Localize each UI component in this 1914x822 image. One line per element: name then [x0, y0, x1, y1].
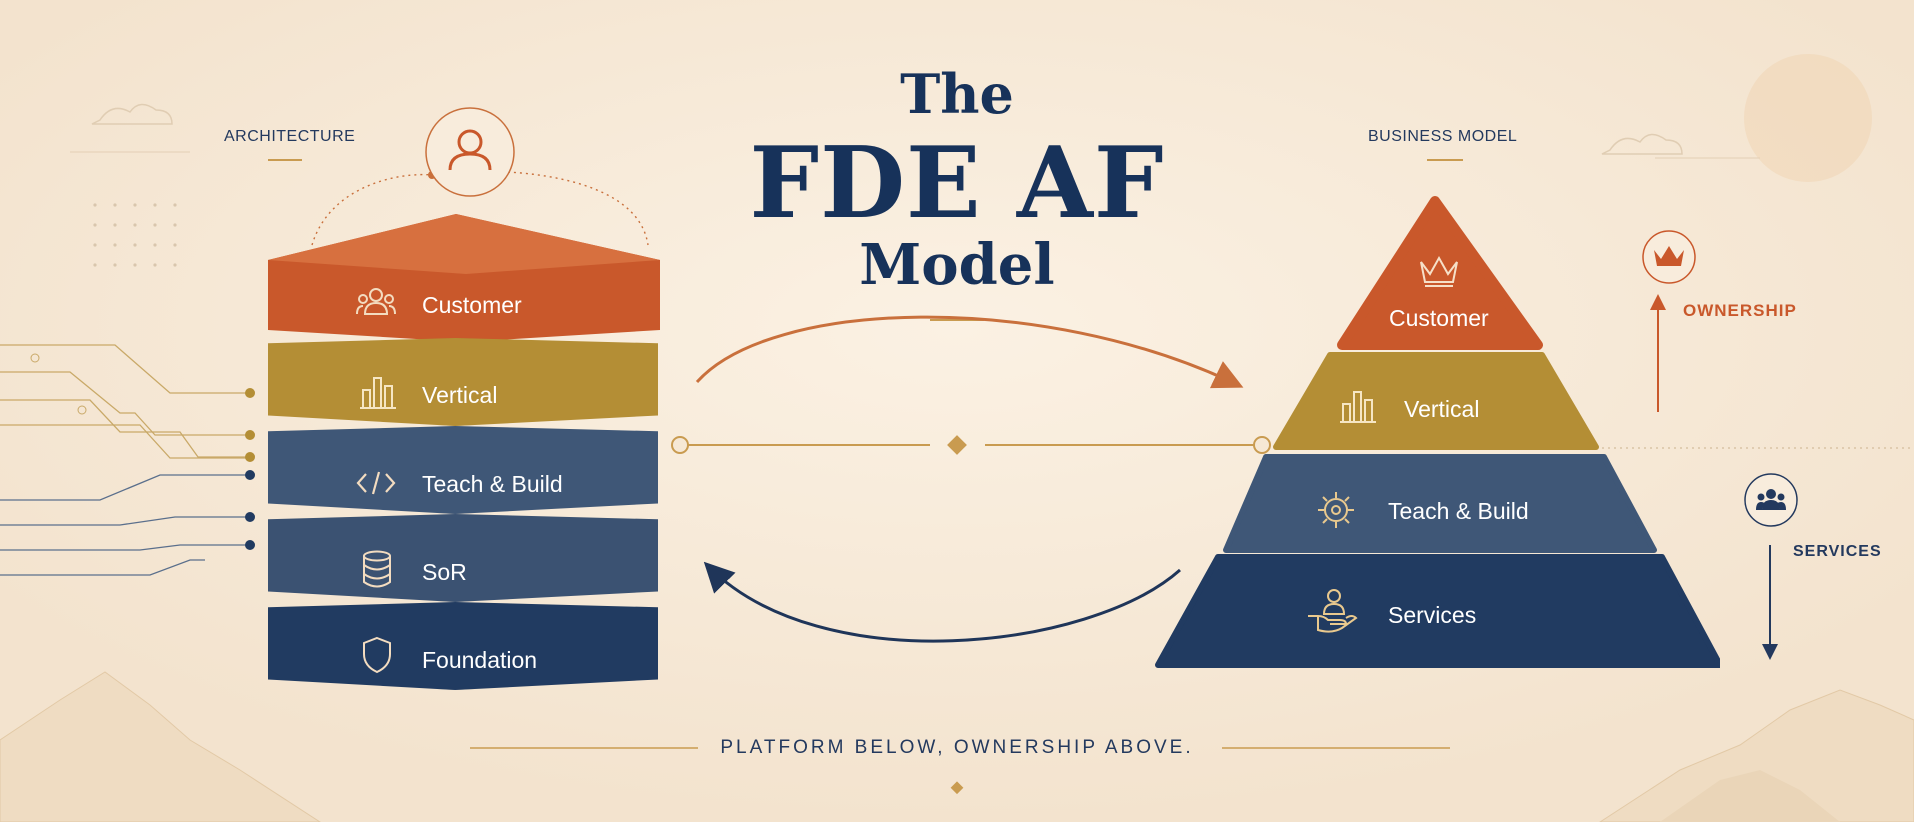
people-icon	[1756, 489, 1786, 510]
stack-label-teach-build: Teach & Build	[422, 471, 563, 497]
dot-grid	[93, 203, 177, 267]
services-label: SERVICES	[1793, 543, 1882, 560]
business-model-label: BUSINESS MODEL	[1368, 128, 1518, 145]
bar-chart-icon	[1340, 391, 1376, 423]
sun-decoration	[1744, 54, 1872, 182]
stack-label-customer: Customer	[422, 292, 522, 318]
footer-tagline: PLATFORM BELOW, OWNERSHIP ABOVE.	[720, 737, 1194, 758]
bar-chart-icon	[360, 377, 396, 409]
hand-person-icon	[1308, 589, 1358, 633]
arrow-top	[695, 315, 1244, 389]
circuit-nodes	[30, 353, 255, 550]
pyramid-label-vertical: Vertical	[1404, 396, 1480, 422]
title-line-3: Model	[859, 232, 1055, 298]
cloud-right	[1601, 133, 1683, 155]
stack-layer-sor	[268, 514, 658, 602]
user-icon	[448, 129, 492, 171]
shield-icon	[363, 636, 391, 674]
cloud-left	[91, 103, 173, 125]
stack-layer-customer	[268, 214, 660, 342]
arrow-bottom	[703, 561, 1181, 643]
pyramid-tier-services	[1155, 554, 1720, 668]
pyramid-label-customer: Customer	[1389, 305, 1489, 331]
pyramid-tier-vertical	[1273, 352, 1599, 450]
crown-icon	[1654, 246, 1684, 266]
stack-label-vertical: Vertical	[422, 382, 498, 408]
code-brackets-icon	[356, 471, 396, 495]
title-line-2: FDE AF	[749, 126, 1165, 241]
pyramid-shapes	[1155, 196, 1720, 668]
stack-label-sor: SoR	[422, 559, 467, 585]
database-icon	[363, 550, 391, 588]
crown-icon	[1420, 255, 1458, 287]
pyramid-label-teach-build: Teach & Build	[1388, 498, 1529, 524]
pyramid-tier-teach-build	[1223, 454, 1657, 553]
circuit-lines	[0, 344, 250, 576]
people-group-icon	[356, 288, 396, 315]
stack-layer-teach-build	[268, 426, 658, 514]
ownership-label: OWNERSHIP	[1683, 301, 1797, 320]
stack-label-foundation: Foundation	[422, 647, 538, 673]
title-line-1: The	[900, 62, 1014, 126]
pyramid-label-services: Services	[1388, 602, 1477, 628]
architecture-label: ARCHITECTURE	[224, 128, 356, 145]
stack-layer-foundation	[268, 602, 658, 690]
stack-layer-vertical	[268, 338, 658, 426]
gear-icon	[1318, 492, 1354, 528]
pyramid-tier-customer	[1337, 196, 1543, 350]
